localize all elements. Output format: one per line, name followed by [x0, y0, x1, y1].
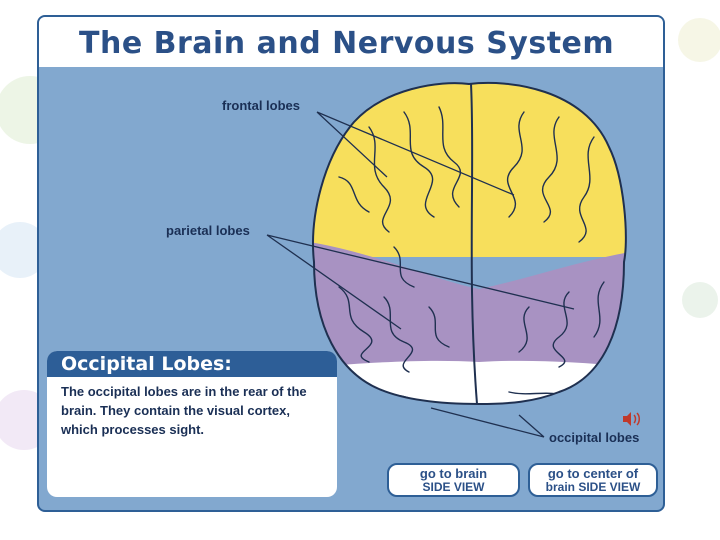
button-line-1: go to center of: [547, 466, 639, 481]
go-to-brain-side-view-button[interactable]: go to brain SIDE VIEW: [387, 463, 520, 497]
frontal-leader-line: [316, 111, 515, 196]
occipital-lobes-label: occipital lobes: [549, 430, 640, 445]
brain-midline: [470, 83, 478, 405]
button-line-1: go to brain: [419, 466, 488, 481]
parietal-lobe-region: [313, 239, 626, 379]
button-line-2: brain SIDE VIEW: [545, 480, 641, 494]
occipital-leader-line: [430, 407, 545, 438]
page-title: The Brain and Nervous System: [79, 26, 615, 61]
speaker-icon[interactable]: [621, 411, 641, 427]
frontal-lobe-region: [313, 82, 626, 257]
brain-diagram: [266, 81, 627, 438]
info-panel-text: The occipital lobes are in the rear of t…: [61, 384, 307, 437]
button-line-2: SIDE VIEW: [422, 480, 485, 494]
frontal-lobes-label: frontal lobes: [222, 98, 301, 113]
parietal-leader-line: [266, 234, 575, 330]
header: The Brain and Nervous System: [39, 17, 663, 67]
parietal-lobes-label: parietal lobes: [166, 223, 250, 238]
main-frame: The Brain and Nervous System: [37, 15, 665, 512]
info-panel-header: Occipital Lobes:: [47, 351, 337, 377]
brain-outline: [312, 81, 627, 406]
go-to-center-of-brain-side-view-button[interactable]: go to center of brain SIDE VIEW: [528, 463, 658, 497]
occipital-lobe-region: [313, 360, 626, 405]
info-panel: Occipital Lobes: The occipital lobes are…: [47, 351, 337, 497]
info-panel-title: Occipital Lobes:: [61, 353, 232, 375]
